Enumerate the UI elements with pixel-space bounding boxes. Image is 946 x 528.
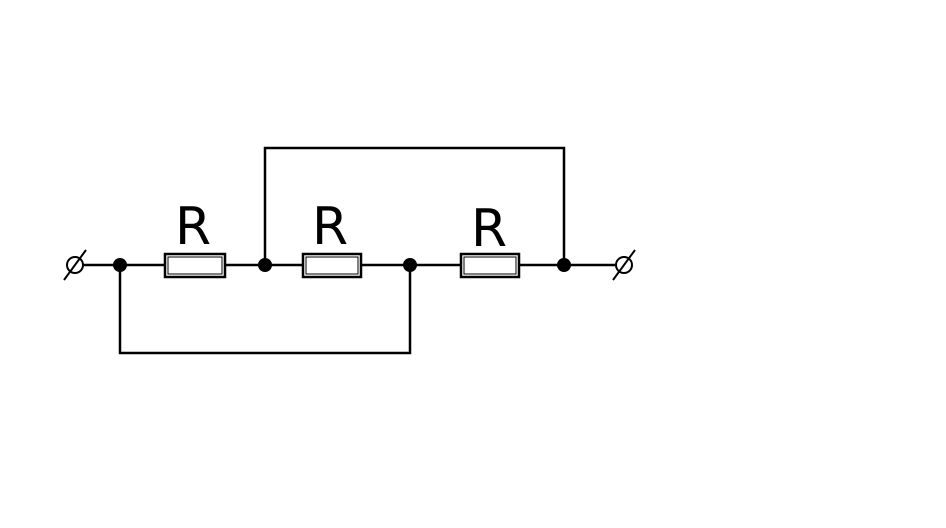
resistor-3: R bbox=[459, 199, 521, 279]
terminal-left-icon bbox=[63, 249, 87, 281]
junction-node-b bbox=[258, 258, 272, 272]
junction-node-a bbox=[113, 258, 127, 272]
resistor-1: R bbox=[163, 197, 227, 279]
resistor-2-label: R bbox=[312, 197, 348, 257]
resistor-2: R bbox=[301, 197, 363, 279]
junction-node-c bbox=[403, 258, 417, 272]
terminal-right-icon bbox=[612, 249, 636, 281]
resistor-3-label: R bbox=[471, 199, 507, 259]
wire-upper-bypass bbox=[263, 146, 566, 265]
resistor-1-label: R bbox=[175, 197, 211, 257]
junction-node-d bbox=[557, 258, 571, 272]
wire-lower-bypass bbox=[118, 265, 412, 355]
